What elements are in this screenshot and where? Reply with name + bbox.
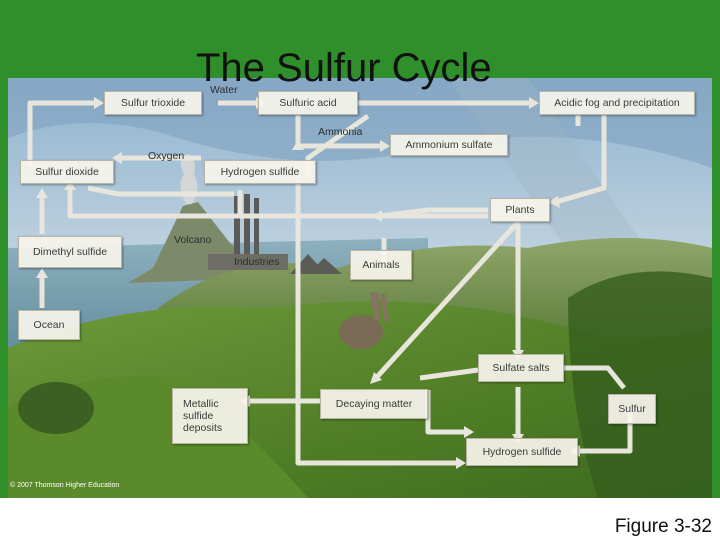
volcano-label: Volcano	[174, 234, 212, 246]
smokestack-3	[254, 198, 259, 258]
decaying-matter-box: Decaying matter	[320, 389, 428, 419]
sulfur-dioxide-box: Sulfur dioxide	[20, 160, 114, 184]
slide-header-band	[0, 0, 720, 78]
smokestack-1	[234, 196, 240, 258]
figure-number: Figure 3-32	[614, 516, 712, 537]
ammonia-label: Ammonia	[318, 126, 363, 138]
slide-right-border	[712, 78, 720, 498]
animals-box: Animals	[350, 250, 412, 280]
ocean-box: Ocean	[18, 310, 80, 340]
ammonium-sulfate-box: Ammonium sulfate	[390, 134, 508, 156]
sulfuric-acid-box: Sulfuric acid	[258, 91, 358, 115]
rabbit-ears	[370, 292, 389, 322]
sulfur-trioxide-box: Sulfur trioxide	[104, 91, 202, 115]
hydrogen-sulfide-bottom-box: Hydrogen sulfide	[466, 438, 578, 466]
dimethyl-sulfide-box: Dimethyl sulfide	[18, 236, 122, 268]
oxygen-label: Oxygen	[148, 150, 185, 162]
slide-title: The Sulfur Cycle	[196, 46, 492, 90]
industry-piles	[290, 254, 342, 274]
right-shrubs	[568, 271, 712, 498]
hydrogen-sulfide-top-box: Hydrogen sulfide	[204, 160, 316, 184]
slide-left-border	[0, 78, 8, 498]
sulfur-cycle-diagram: Sulfur trioxide Sulfuric acid Acidic fog…	[8, 78, 712, 498]
copyright-notice: © 2007 Thomson Higher Education	[10, 482, 120, 489]
metallic-sulfide-deposits-box: Metallic sulfide deposits	[172, 388, 248, 444]
industry-buildings	[208, 254, 288, 270]
acidic-fog-precipitation-box: Acidic fog and precipitation	[539, 91, 695, 115]
smokestack-2	[244, 194, 250, 258]
sulfate-salts-box: Sulfate salts	[478, 354, 564, 382]
sulfur-box: Sulfur	[608, 394, 656, 424]
rabbit	[339, 315, 383, 349]
water-label: Water	[210, 84, 238, 96]
plants-box: Plants	[490, 198, 550, 222]
landscape-background	[8, 78, 712, 498]
bush	[18, 382, 94, 434]
industries-label: Industries	[234, 256, 280, 268]
